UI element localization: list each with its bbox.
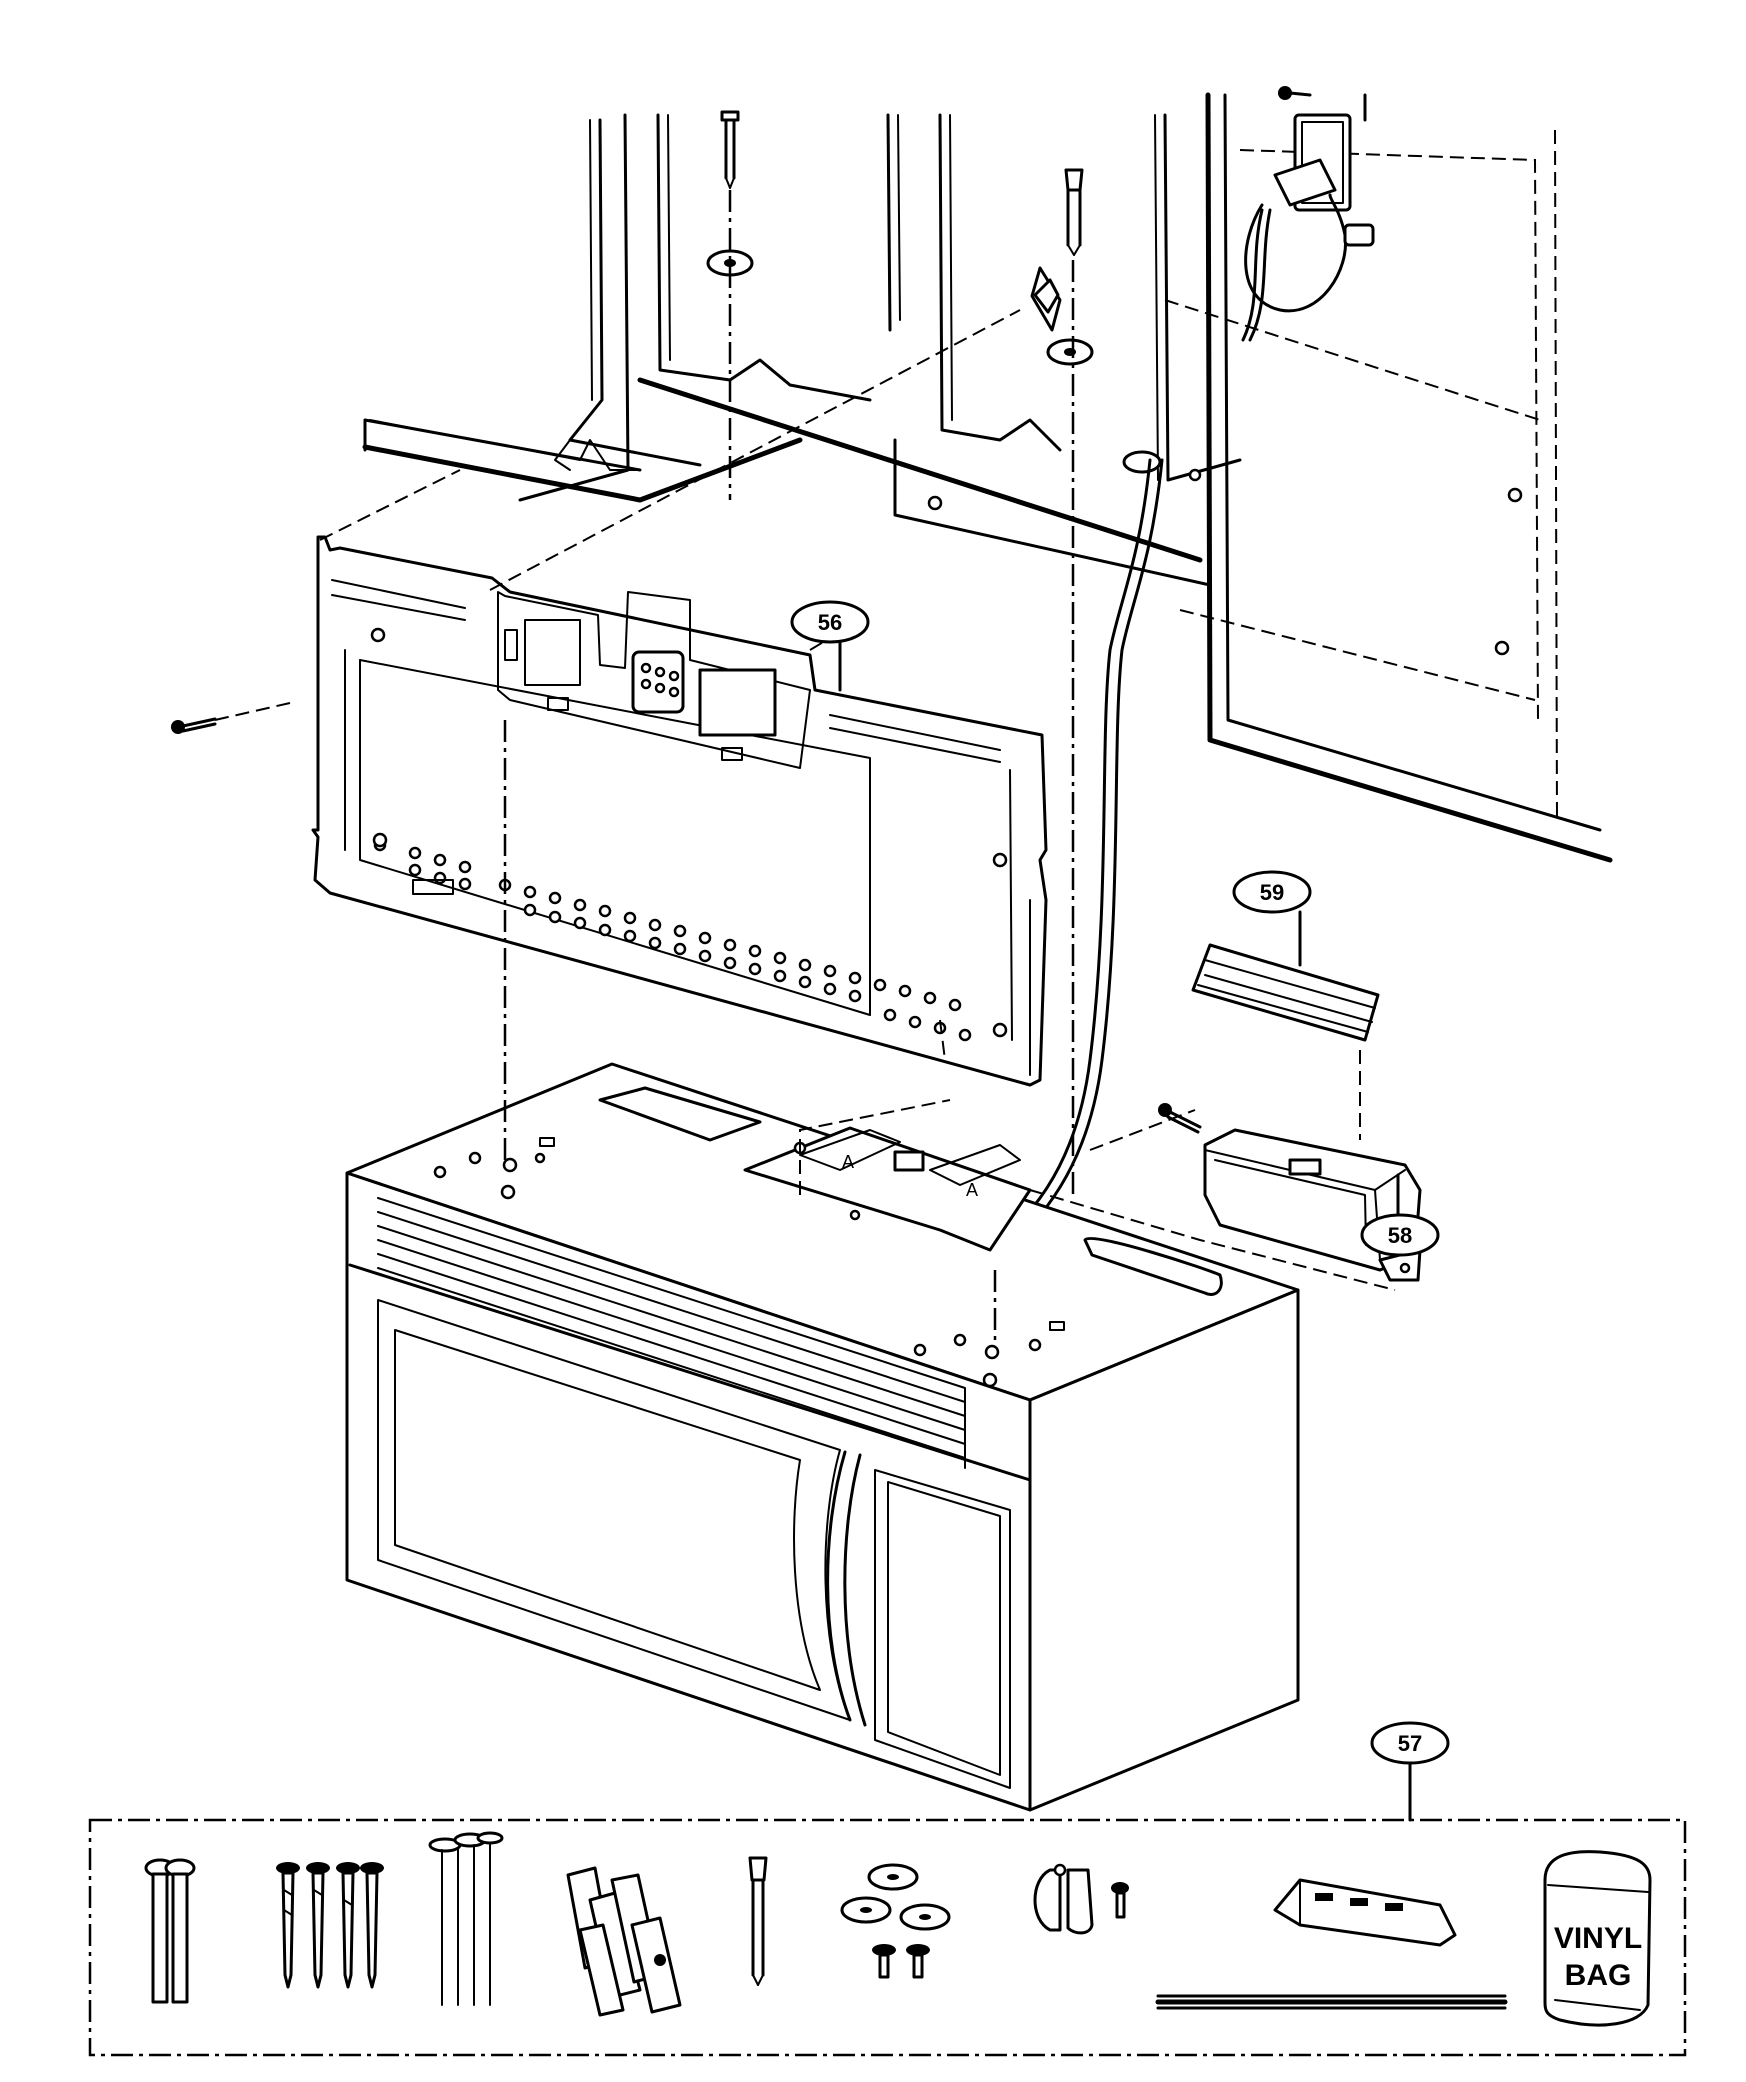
upper-cabinet-center xyxy=(637,113,1242,587)
callout-57: 57 xyxy=(1370,1721,1450,1822)
callout-58-label: 58 xyxy=(1388,1223,1412,1248)
kit-toggle-wings xyxy=(566,1866,682,2017)
anchor-bolt-top xyxy=(1064,168,1084,256)
kit-cord-clamp xyxy=(1033,1863,1129,1935)
kit-vinyl-bag: VINYL BAG xyxy=(1543,1850,1652,2027)
toggle-bolt-top xyxy=(1030,266,1062,332)
callout-57-label: 57 xyxy=(1398,1731,1422,1756)
kit-wood-screws xyxy=(276,1862,384,1989)
terminal-a-left: A xyxy=(842,1152,854,1172)
mounting-plate xyxy=(311,535,1048,1087)
vent-holes-pocket xyxy=(640,662,680,698)
microwave-oven xyxy=(345,1062,1300,1812)
callout-56-label: 56 xyxy=(818,610,842,635)
upper-cabinet-left xyxy=(362,113,803,503)
kit-cable-tie-strip xyxy=(1155,1994,1508,2010)
top-screws xyxy=(706,110,1094,366)
kit-connector-block xyxy=(1273,1878,1457,1947)
kit-anchor-bolt xyxy=(748,1856,768,1986)
kit-long-bolts xyxy=(144,1858,196,2004)
vinyl-bag-label-line2: BAG xyxy=(1565,1959,1632,1992)
vent-grille-slots xyxy=(377,1211,966,1459)
kit-small-screws xyxy=(872,1944,930,1979)
callout-59-label: 59 xyxy=(1260,880,1284,905)
vinyl-bag-label-line1: VINYL xyxy=(1554,1922,1642,1955)
power-cord xyxy=(1241,158,1375,342)
hardware-kit-frame xyxy=(88,1818,1687,2057)
junction-cover xyxy=(1191,943,1380,1042)
terminal-a-right: A xyxy=(966,1180,978,1200)
upper-cabinet-right xyxy=(927,92,1613,863)
kit-toggle-bolts-thin xyxy=(428,1831,504,2006)
wood-screw-top-left xyxy=(720,110,740,189)
callout-59: 59 xyxy=(1232,870,1312,967)
callout-56: 56 xyxy=(790,600,870,692)
plate-screw-left xyxy=(171,702,291,734)
kit-washers xyxy=(840,1863,951,1931)
callout-58: 58 xyxy=(1360,1173,1440,1257)
